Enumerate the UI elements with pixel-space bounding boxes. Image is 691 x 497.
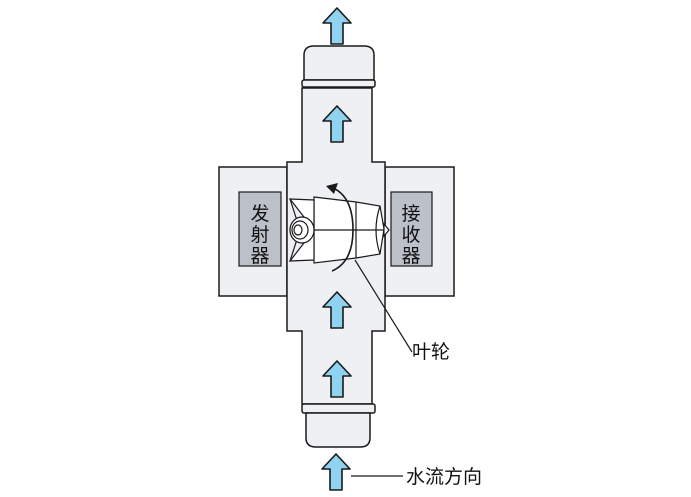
receiver-label-1: 接 [401,203,420,225]
impeller-leader-line [354,259,413,353]
emitter-label-2: 射 [250,224,269,246]
receiver-label-3: 器 [401,245,420,267]
flow-arrow-icon-inlet [321,453,351,491]
top-fitting [301,45,376,88]
flow-arrow-icon-top [322,7,352,45]
emitter-label-3: 器 [250,245,269,267]
emitter-sensor [238,191,282,267]
bottom-fitting [301,403,376,448]
receiver-sensor [390,191,433,267]
impeller-label: 叶轮 [412,341,450,363]
receiver-label-2: 收 [401,224,420,246]
impeller [288,196,390,264]
rotation-arrow-icon [326,183,354,272]
emitter-label-1: 发 [250,203,269,225]
flow-direction-label: 水流方向 [406,466,482,488]
